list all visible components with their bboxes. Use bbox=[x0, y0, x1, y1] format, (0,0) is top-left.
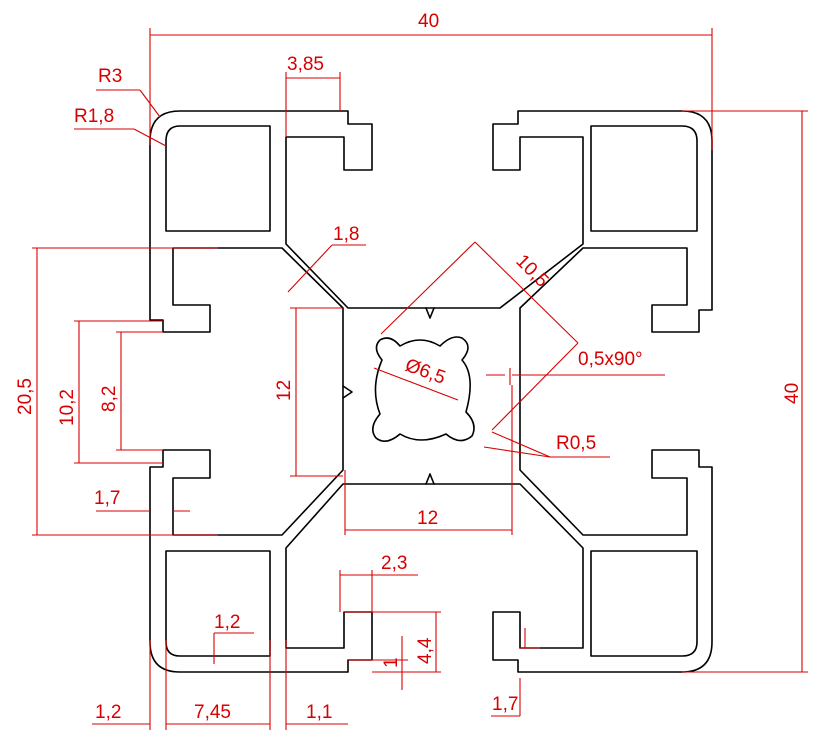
chamber-top-right bbox=[590, 125, 698, 232]
chamber-top-left bbox=[165, 125, 271, 232]
dim-outer-radius-text: R3 bbox=[98, 66, 122, 87]
dim-core-height: 12 bbox=[274, 307, 343, 477]
dim-overall-width-text: 40 bbox=[418, 11, 439, 32]
dim-lip-height: 1 bbox=[348, 636, 408, 690]
dim-lip-bottom: 1,7 bbox=[491, 628, 540, 717]
dim-slot-span: 20,5 bbox=[15, 247, 218, 536]
dim-slot-top-text: 3,85 bbox=[287, 54, 324, 75]
dim-slot-depth: 4,4 bbox=[344, 611, 441, 673]
center-bore bbox=[372, 336, 475, 442]
dim-center-bore: Ø6,5 bbox=[373, 355, 459, 401]
dim-step-width-text: 2,3 bbox=[381, 553, 407, 574]
core-notch-bottom bbox=[425, 473, 435, 485]
dim-small-radius: R0,5 bbox=[483, 431, 610, 458]
dim-slot-opening-outer-text: 10,2 bbox=[57, 389, 78, 426]
dim-slot-span-text: 20,5 bbox=[15, 378, 36, 415]
dim-slot-depth-text: 4,4 bbox=[415, 637, 436, 664]
dim-slot-wall-text: 1,1 bbox=[306, 702, 332, 723]
dim-chamfer-text: 0,5x90° bbox=[578, 349, 643, 370]
aluminium-profile bbox=[149, 110, 713, 673]
dim-lip-left-text: 1,7 bbox=[94, 488, 120, 509]
dim-core-width: 12 bbox=[344, 385, 513, 535]
dim-slot-top: 3,85 bbox=[285, 54, 341, 137]
dim-lip-bottom-text: 1,7 bbox=[492, 694, 518, 715]
core-notch-top bbox=[425, 307, 435, 319]
chamber-bottom-left bbox=[165, 550, 271, 657]
dim-slot-opening-outer: 10,2 bbox=[57, 320, 163, 464]
chamber-bottom-right bbox=[590, 550, 698, 657]
dim-inner-radius: R1,8 bbox=[74, 106, 167, 147]
dim-slot-opening-inner-text: 8,2 bbox=[99, 386, 120, 412]
dim-center-bore-text: Ø6,5 bbox=[402, 355, 448, 389]
dim-inner-radius-text: R1,8 bbox=[74, 106, 114, 127]
profile-outer-contour bbox=[149, 110, 713, 673]
dim-slot-wall: 1,1 bbox=[285, 640, 348, 730]
dim-core-height-text: 12 bbox=[274, 380, 295, 401]
dimensions-layer: 40 40 3,85 R3 R1,8 bbox=[15, 11, 808, 730]
dim-wall-outer: 1,2 bbox=[92, 640, 167, 730]
dim-wall-outer-text: 1,2 bbox=[95, 702, 121, 723]
dim-overall-width: 40 bbox=[149, 11, 713, 150]
core-notch-left bbox=[342, 385, 353, 399]
dim-diagonal-text: 10,5 bbox=[511, 251, 552, 292]
dim-wall-inner: 1,2 bbox=[213, 612, 254, 664]
dim-small-radius-text: R0,5 bbox=[556, 433, 596, 454]
dim-web-thickness-text: 1,8 bbox=[333, 224, 359, 245]
dim-chamber-width: 7,45 bbox=[166, 640, 271, 730]
dim-slot-opening-inner: 8,2 bbox=[99, 331, 163, 451]
dim-lip-height-text: 1 bbox=[381, 657, 402, 668]
dim-core-width-text: 12 bbox=[417, 508, 438, 529]
dim-step-width: 2,3 bbox=[339, 553, 418, 612]
dim-outer-radius: R3 bbox=[96, 66, 161, 118]
dim-chamber-width-text: 7,45 bbox=[194, 702, 231, 723]
dim-wall-inner-text: 1,2 bbox=[214, 612, 240, 633]
dim-overall-height-text: 40 bbox=[782, 383, 803, 404]
dim-lip-left: 1,7 bbox=[94, 488, 190, 512]
dim-web-thickness: 1,8 bbox=[287, 224, 366, 293]
dim-chamfer: 0,5x90° bbox=[486, 349, 665, 385]
dim-overall-height: 40 bbox=[682, 110, 808, 673]
